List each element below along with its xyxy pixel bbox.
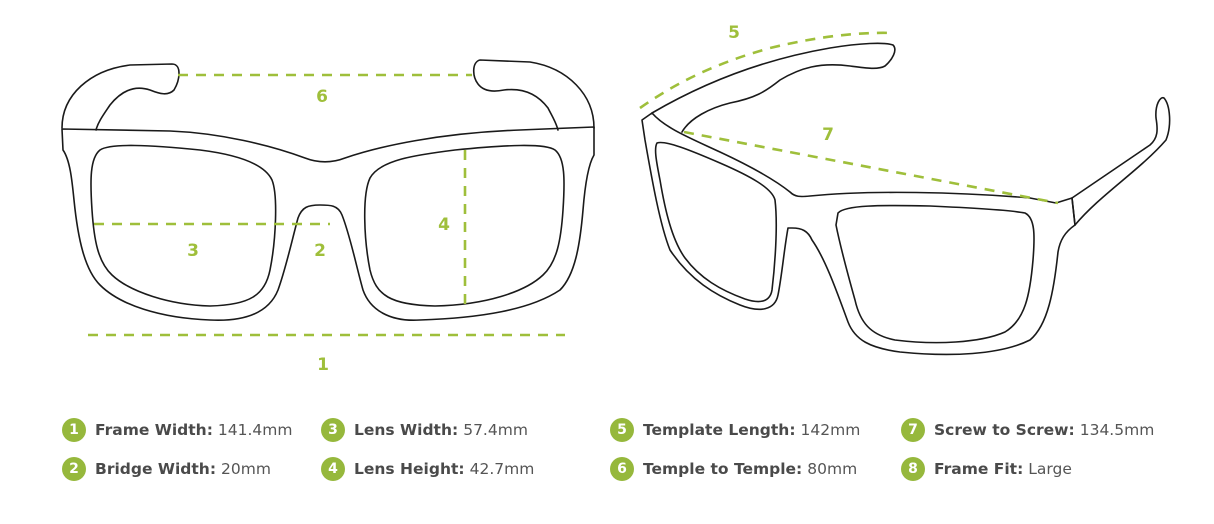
legend-lens-height: 4 Lens Height: 42.7mm [321, 456, 534, 482]
number-badge: 8 [901, 457, 925, 481]
legend-value: 141.4mm [217, 421, 293, 439]
number-badge: 1 [62, 418, 86, 442]
legend-value: 134.5mm [1079, 421, 1155, 439]
legend-value: 42.7mm [469, 460, 535, 478]
legend-value: Large [1028, 460, 1072, 478]
legend-bridge-width: 2 Bridge Width: 20mm [62, 456, 271, 482]
label-6: 6 [316, 87, 328, 107]
number-badge: 6 [610, 457, 634, 481]
glasses-measurement-diagram: 6 3 2 4 1 5 7 [61, 23, 1171, 375]
legend-label: Screw to Screw: [934, 421, 1075, 439]
legend-value: 57.4mm [463, 421, 528, 439]
legend-value: 80mm [807, 460, 858, 478]
legend-value: 142mm [800, 421, 861, 439]
legend-frame-fit: 8 Frame Fit: Large [901, 456, 1072, 482]
label-5: 5 [728, 23, 740, 43]
legend-lens-width: 3 Lens Width: 57.4mm [321, 417, 528, 443]
legend-temple-to-temple: 6 Temple to Temple: 80mm [610, 456, 857, 482]
number-badge: 5 [610, 418, 634, 442]
label-3: 3 [187, 241, 199, 261]
label-4: 4 [438, 215, 450, 235]
label-2: 2 [314, 241, 326, 261]
legend-label: Template Length: [643, 421, 796, 439]
screw-to-screw-line [683, 130, 1059, 205]
number-badge: 3 [321, 418, 345, 442]
legend-frame-width: 1 Frame Width: 141.4mm [62, 417, 293, 443]
number-badge: 4 [321, 457, 345, 481]
number-badge: 2 [62, 457, 86, 481]
legend-label: Frame Fit: [934, 460, 1024, 478]
side-view-glasses: 5 7 [639, 23, 1171, 356]
legend-label: Temple to Temple: [643, 460, 803, 478]
legend-value: 20mm [221, 460, 271, 478]
legend-screw-to-screw: 7 Screw to Screw: 134.5mm [901, 417, 1154, 443]
number-badge: 7 [901, 418, 925, 442]
front-view-glasses: 6 3 2 4 1 [61, 59, 595, 375]
legend-label: Lens Width: [354, 421, 459, 439]
legend-template-length: 5 Template Length: 142mm [610, 417, 860, 443]
legend-label: Bridge Width: [95, 460, 217, 478]
legend-label: Frame Width: [95, 421, 213, 439]
template-length-line [639, 31, 894, 110]
legend-label: Lens Height: [354, 460, 465, 478]
label-1: 1 [317, 355, 329, 375]
label-7: 7 [822, 125, 834, 145]
